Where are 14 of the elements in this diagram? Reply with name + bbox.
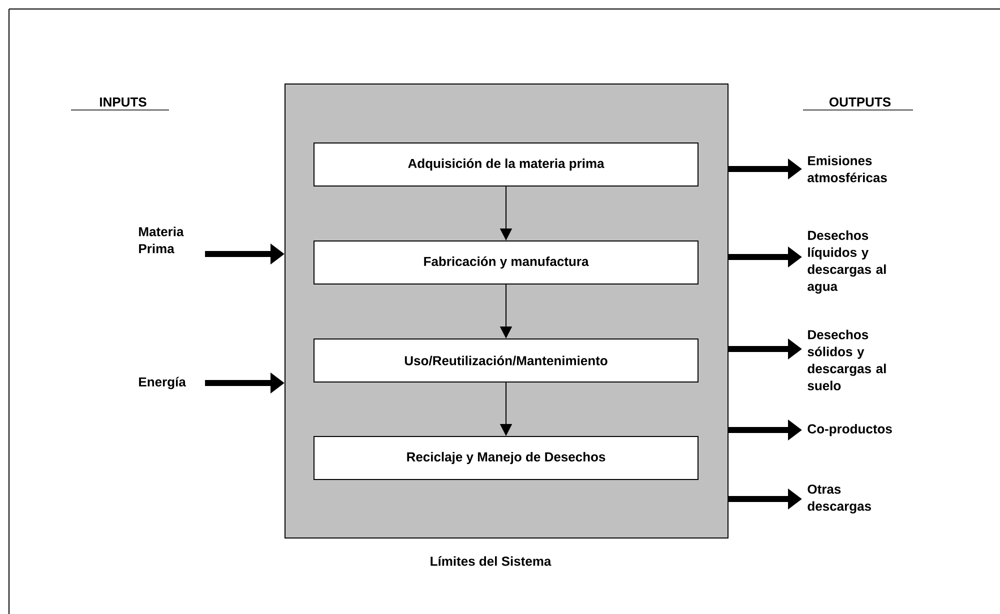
input-label: Materia Prima bbox=[139, 226, 184, 254]
heading: INPUTS bbox=[70, 97, 170, 110]
output-label: Desechos sólidos y descargas al suelo bbox=[808, 330, 886, 390]
process-box: Fabricación y manufactura bbox=[314, 240, 698, 284]
output-label: Emisiones atmosféricas bbox=[808, 156, 887, 182]
heading: OUTPUTS bbox=[802, 97, 914, 110]
output-label: Co-productos bbox=[808, 424, 892, 436]
output-label: Otras descargas bbox=[808, 484, 871, 514]
process-box: Uso/Reutilización/Mantenimiento bbox=[314, 338, 698, 382]
output-label: Desechos líquidos y descargas al agua bbox=[808, 230, 886, 294]
process-box: Adquisición de la materia prima bbox=[314, 142, 698, 186]
node-label: Límites del Sistema bbox=[430, 556, 552, 566]
input-label: Energía bbox=[139, 376, 186, 390]
process-box: Reciclaje y Manejo de Desechos bbox=[314, 436, 698, 480]
